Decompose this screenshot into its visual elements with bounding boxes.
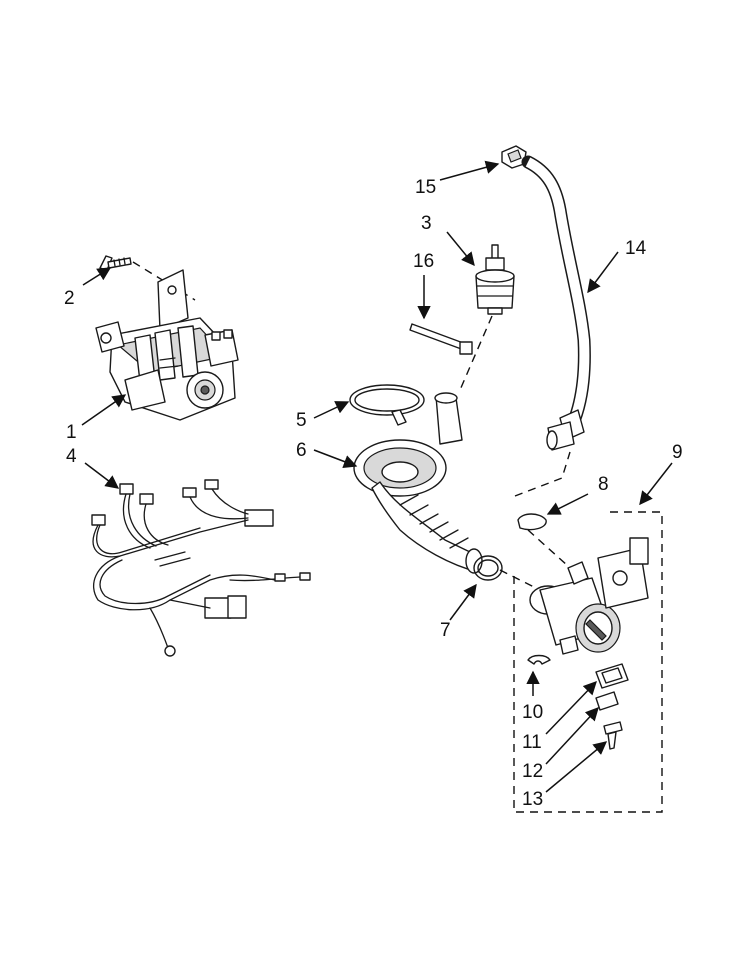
- callout-3: 3: [421, 213, 432, 234]
- callout-9: 9: [672, 442, 683, 463]
- callout-1: 1: [66, 422, 77, 443]
- hose-clip: [517, 513, 547, 531]
- callout-14: 14: [625, 238, 647, 259]
- drain-pump: [529, 537, 649, 655]
- leader-arrows: [81, 160, 673, 793]
- callout-6: 6: [296, 440, 307, 461]
- drive-motor: [95, 269, 239, 421]
- pump-gasket: [595, 663, 629, 689]
- cable-tie: [409, 323, 473, 355]
- sump-hose: [353, 392, 483, 574]
- callout-7: 7: [440, 620, 451, 641]
- callout-11: 11: [522, 732, 542, 753]
- callout-8: 8: [598, 474, 609, 495]
- callout-5: 5: [296, 410, 307, 431]
- pump-clip: [527, 654, 551, 665]
- mounting-bolt: [99, 255, 132, 271]
- callout-2: 2: [64, 288, 75, 309]
- pump-bracket: [595, 691, 619, 711]
- wire-harness: [91, 479, 311, 657]
- hose-clamp: [501, 145, 527, 169]
- pressure-fitting: [475, 244, 515, 315]
- callout-15: 15: [415, 177, 436, 198]
- callout-10: 10: [522, 702, 543, 723]
- callout-16: 16: [413, 251, 434, 272]
- spring-clamp: [349, 384, 425, 426]
- drain-hose: [521, 155, 591, 451]
- callout-13: 13: [522, 789, 543, 810]
- drain-pump-group-box: [513, 511, 663, 813]
- callout-12: 12: [522, 761, 543, 782]
- pump-hose-clamp: [473, 555, 503, 581]
- callout-4: 4: [66, 446, 77, 467]
- callout-labels: 1 2 3 4 5 6 7 8 9 10 11 12 13 14 15 16: [64, 177, 683, 810]
- pump-screw: [603, 721, 623, 750]
